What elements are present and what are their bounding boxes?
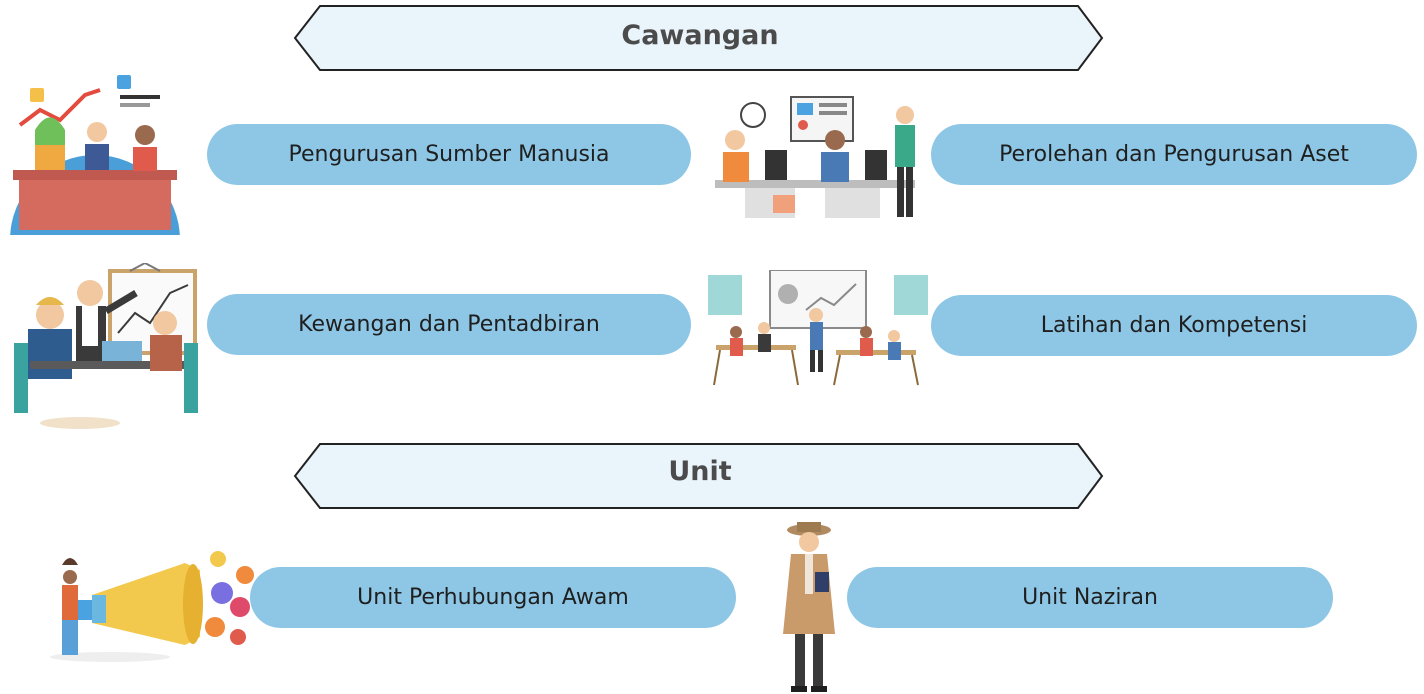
- training-class-icon: [706, 270, 930, 390]
- pill-pengurusan-sumber-manusia[interactable]: Pengurusan Sumber Manusia: [207, 124, 691, 185]
- cawangan-heading: Cawangan: [621, 20, 779, 51]
- unit-heading: Unit: [668, 456, 732, 487]
- presentation-meeting-icon: [10, 263, 200, 431]
- office-workers-icon: [705, 95, 925, 223]
- hr-team-globe-icon: [5, 70, 185, 235]
- inspector-icon: [773, 520, 845, 694]
- pill-unit-perhubungan-awam[interactable]: Unit Perhubungan Awam: [250, 567, 736, 628]
- pill-kewangan-dan-pentadbiran[interactable]: Kewangan dan Pentadbiran: [207, 294, 691, 355]
- pill-perolehan-dan-pengurusan-aset[interactable]: Perolehan dan Pengurusan Aset: [931, 124, 1417, 185]
- pill-unit-naziran[interactable]: Unit Naziran: [847, 567, 1333, 628]
- pill-latihan-dan-kompetensi[interactable]: Latihan dan Kompetensi: [931, 295, 1417, 356]
- megaphone-icon: [50, 545, 260, 663]
